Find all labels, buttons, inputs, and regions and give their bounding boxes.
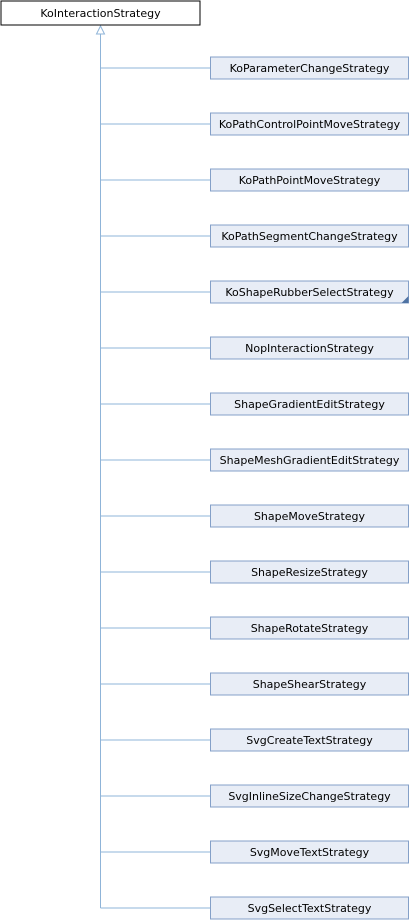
derived-class-node[interactable]: SvgMoveTextStrategy bbox=[210, 840, 409, 864]
derived-class-node[interactable]: ShapeMoveStrategy bbox=[210, 504, 409, 528]
more-children-marker bbox=[401, 296, 409, 303]
derived-class-box bbox=[210, 616, 409, 640]
derived-class-box bbox=[210, 168, 409, 192]
derived-class-node[interactable]: NopInteractionStrategy bbox=[210, 336, 409, 360]
derived-class-label: KoPathSegmentChangeStrategy bbox=[221, 230, 398, 243]
derived-class-node[interactable]: KoPathPointMoveStrategy bbox=[210, 168, 409, 192]
derived-class-label: ShapeMeshGradientEditStrategy bbox=[220, 454, 400, 467]
derived-class-label: SvgCreateTextStrategy bbox=[246, 734, 373, 747]
derived-class-box bbox=[210, 560, 409, 584]
derived-class-node[interactable]: KoPathSegmentChangeStrategy bbox=[210, 224, 409, 248]
derived-class-label: ShapeShearStrategy bbox=[253, 678, 367, 691]
derived-class-label: KoShapeRubberSelectStrategy bbox=[225, 286, 394, 299]
derived-class-box bbox=[210, 336, 409, 360]
derived-class-box bbox=[210, 392, 409, 416]
derived-class-box bbox=[210, 896, 409, 920]
derived-class-box bbox=[210, 840, 409, 864]
derived-class-node[interactable]: KoPathControlPointMoveStrategy bbox=[210, 112, 409, 136]
base-class-node[interactable]: KoInteractionStrategy bbox=[0, 0, 201, 26]
derived-class-label: KoPathControlPointMoveStrategy bbox=[219, 118, 401, 131]
derived-class-label: KoParameterChangeStrategy bbox=[230, 62, 390, 75]
derived-class-node[interactable]: ShapeRotateStrategy bbox=[210, 616, 409, 640]
derived-class-box bbox=[210, 672, 409, 696]
derived-class-box bbox=[210, 784, 409, 808]
derived-class-node[interactable]: KoParameterChangeStrategy bbox=[210, 56, 409, 80]
derived-class-label: ShapeGradientEditStrategy bbox=[234, 398, 385, 411]
derived-class-node[interactable]: ShapeMeshGradientEditStrategy bbox=[210, 448, 409, 472]
derived-class-label: SvgInlineSizeChangeStrategy bbox=[228, 790, 391, 803]
derived-class-label: ShapeRotateStrategy bbox=[251, 622, 369, 635]
derived-class-box bbox=[210, 56, 409, 80]
derived-class-label: ShapeMoveStrategy bbox=[254, 510, 366, 523]
derived-class-box bbox=[210, 224, 409, 248]
derived-class-label: SvgSelectTextStrategy bbox=[248, 902, 372, 915]
derived-class-label: SvgMoveTextStrategy bbox=[250, 846, 370, 859]
derived-class-node[interactable]: ShapeGradientEditStrategy bbox=[210, 392, 409, 416]
inheritance-arrowhead bbox=[95, 24, 106, 35]
derived-class-box bbox=[210, 280, 409, 304]
derived-class-nodes: KoParameterChangeStrategyKoPathControlPo… bbox=[210, 56, 409, 920]
derived-class-node[interactable]: SvgInlineSizeChangeStrategy bbox=[210, 784, 409, 808]
derived-class-node[interactable]: SvgSelectTextStrategy bbox=[210, 896, 409, 920]
derived-class-node[interactable]: KoShapeRubberSelectStrategy bbox=[210, 280, 409, 304]
base-class-box bbox=[0, 0, 201, 26]
derived-class-box bbox=[210, 112, 409, 136]
derived-class-box bbox=[210, 448, 409, 472]
derived-class-label: ShapeResizeStrategy bbox=[251, 566, 368, 579]
derived-class-box bbox=[210, 728, 409, 752]
derived-class-node[interactable]: ShapeShearStrategy bbox=[210, 672, 409, 696]
derived-class-box bbox=[210, 504, 409, 528]
derived-class-label: NopInteractionStrategy bbox=[245, 342, 374, 355]
derived-class-node[interactable]: ShapeResizeStrategy bbox=[210, 560, 409, 584]
connector-lines bbox=[95, 24, 211, 909]
base-class-label: KoInteractionStrategy bbox=[40, 7, 161, 20]
derived-class-node[interactable]: SvgCreateTextStrategy bbox=[210, 728, 409, 752]
derived-class-label: KoPathPointMoveStrategy bbox=[239, 174, 381, 187]
